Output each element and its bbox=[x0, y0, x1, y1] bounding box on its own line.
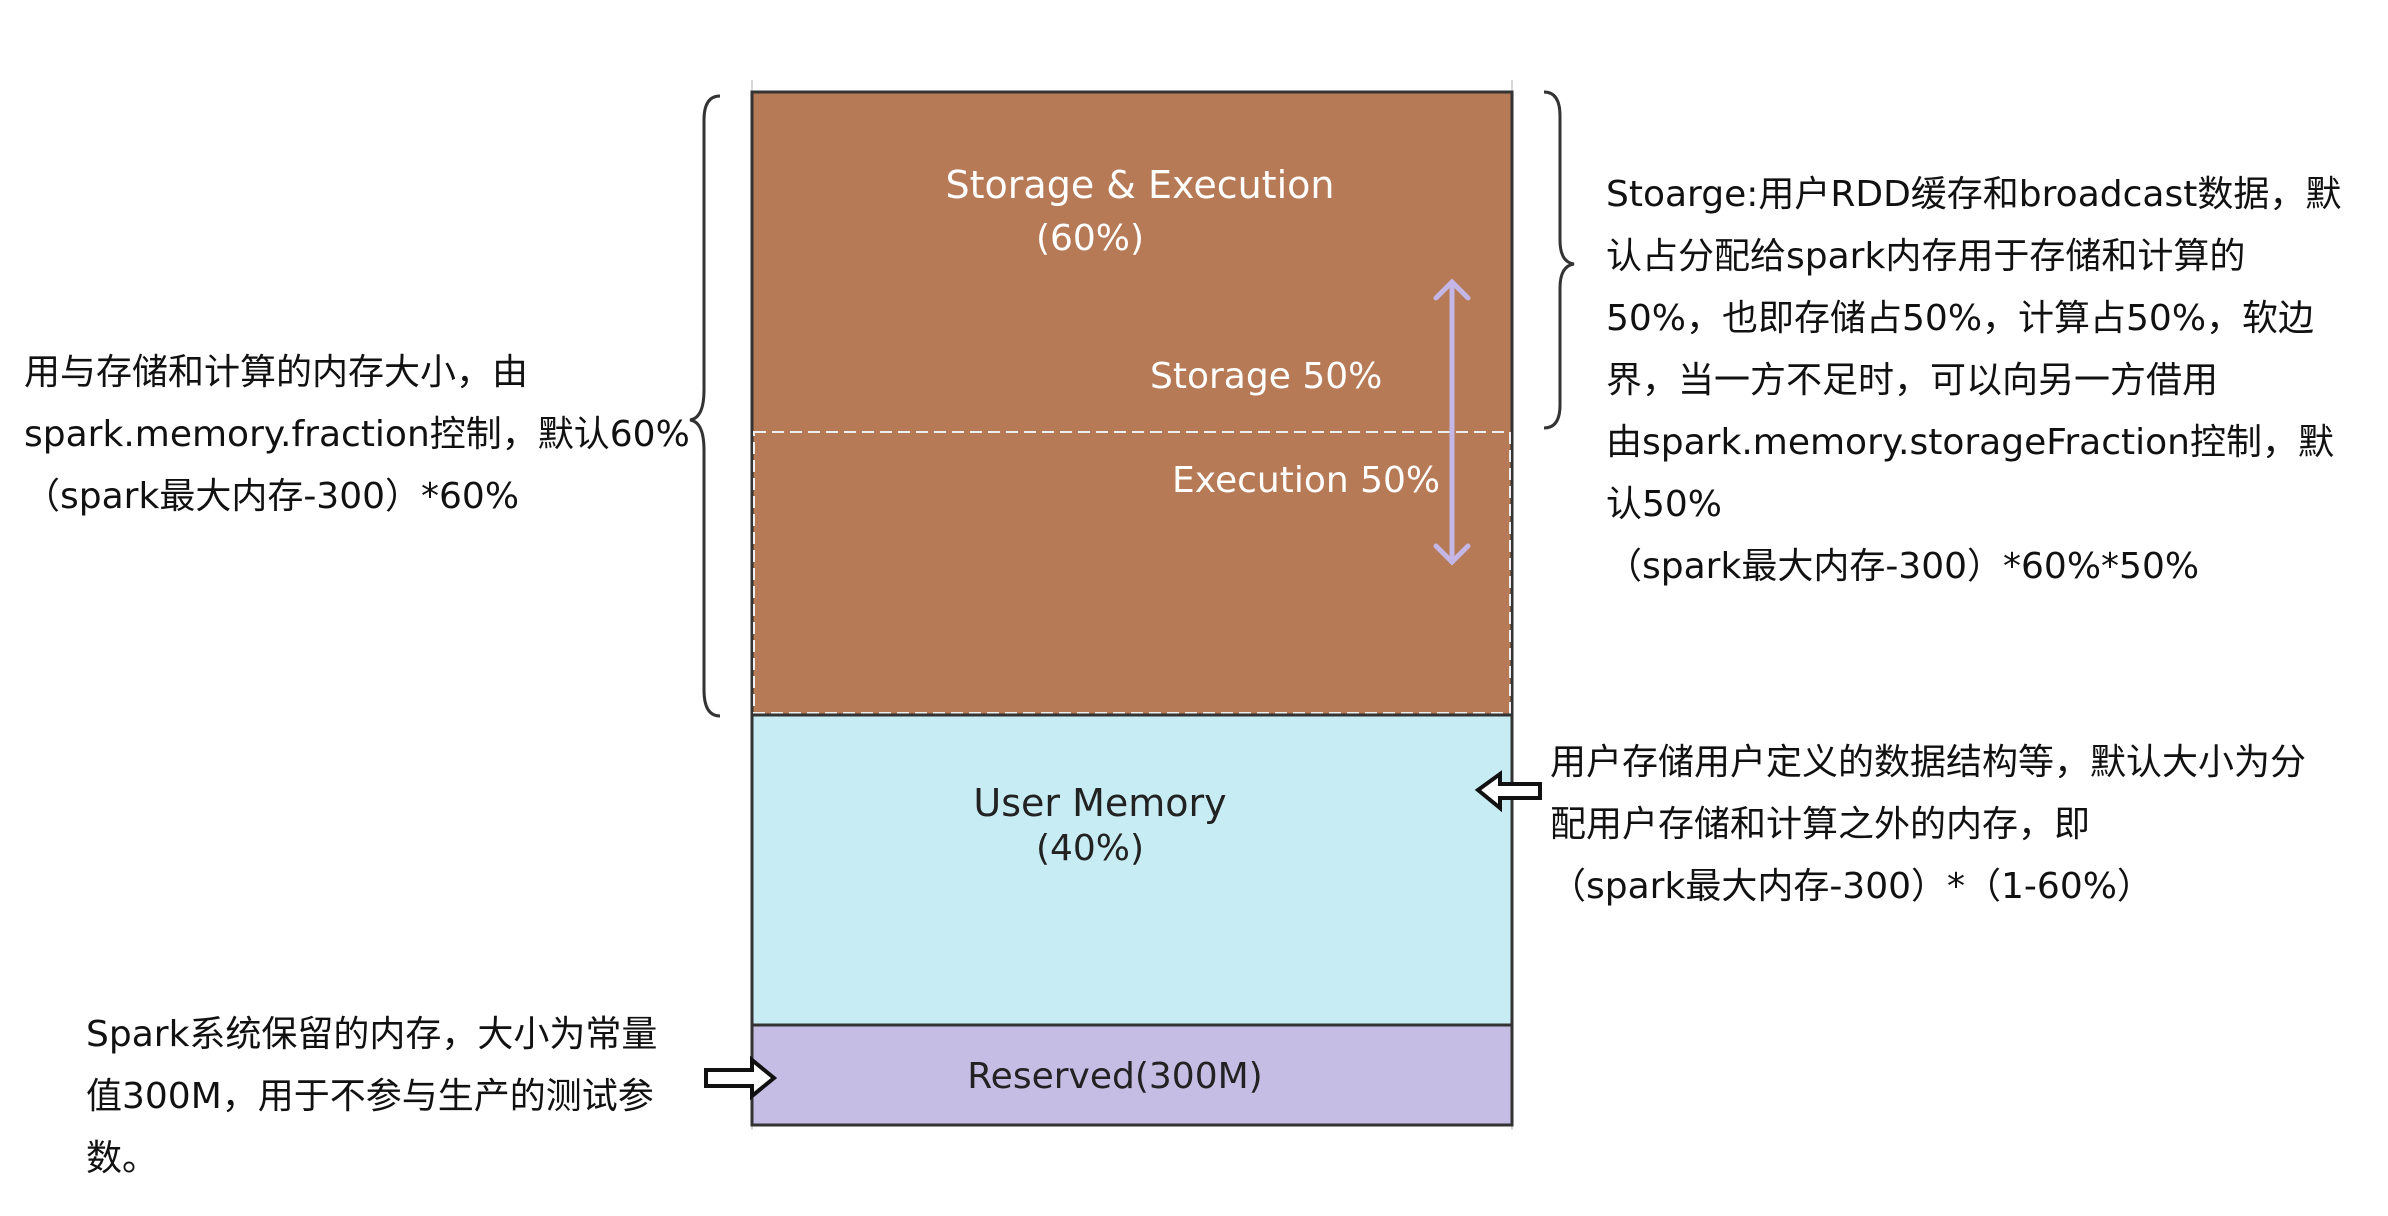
storage-execution-percent: (60%) bbox=[1035, 218, 1145, 259]
storage-label-group: Storage 50% bbox=[1150, 352, 1450, 402]
execution-subblock bbox=[753, 431, 1511, 714]
borrow-double-arrow bbox=[1433, 278, 1471, 566]
storage-note: Stoarge:用户RDD缓存和broadcast数据，默 认占分配给spark… bbox=[1606, 164, 2341, 598]
storage-percent: 50% bbox=[1302, 356, 1383, 397]
user-memory-note: 用户存储用户定义的数据结构等，默认大小为分 配用户存储和计算之外的内存，即 （s… bbox=[1550, 732, 2306, 918]
execution-label: Execution bbox=[1172, 460, 1349, 501]
user-memory-note-line-1: 用户存储用户定义的数据结构等，默认大小为分 bbox=[1550, 742, 2307, 783]
storage-note-line-7: （spark最大内存-300）*60%*50% bbox=[1606, 546, 2200, 587]
unified-note-line-1: 用与存储和计算的内存大小，由 bbox=[24, 352, 529, 393]
storage-note-line-2: 认占分配给spark内存用于存储和计算的 bbox=[1606, 236, 2246, 277]
storage-execution-title: Storage & Execution bbox=[945, 163, 1335, 207]
unified-memory-brace bbox=[689, 94, 721, 718]
execution-label-group: Execution 50% bbox=[1172, 456, 1492, 506]
user-memory-note-line-2: 配用户存储和计算之外的内存，即 bbox=[1550, 804, 2091, 845]
user-memory-percent: (40%) bbox=[1035, 828, 1145, 869]
storage-note-line-1: Stoarge:用户RDD缓存和broadcast数据，默 bbox=[1606, 174, 2342, 215]
reserved-block bbox=[750, 1023, 1514, 1127]
reserved-note-line-2: 值300M，用于不参与生产的测试参 bbox=[86, 1076, 654, 1117]
reserved-note-line-1: Spark系统保留的内存，大小为常量 bbox=[86, 1014, 658, 1055]
unified-note-line-3: （spark最大内存-300）*60% bbox=[24, 476, 520, 517]
reserved-note-line-3: 数。 bbox=[86, 1138, 159, 1179]
reserved-note: Spark系统保留的内存，大小为常量 值300M，用于不参与生产的测试参 数。 bbox=[86, 1004, 657, 1190]
storage-note-line-3: 50%，也即存储占50%，计算占50%，软边 bbox=[1606, 298, 2315, 339]
unified-memory-note: 用与存储和计算的内存大小，由 spark.memory.fraction控制，默… bbox=[24, 342, 690, 528]
storage-execution-title-group: Storage & Execution bbox=[940, 158, 1340, 212]
unified-note-line-2: spark.memory.fraction控制，默认60% bbox=[24, 414, 690, 455]
storage-note-line-6: 认50% bbox=[1606, 484, 1723, 525]
execution-percent: 50% bbox=[1360, 460, 1441, 501]
reserved-pointer-arrow bbox=[704, 1055, 778, 1101]
user-memory-block bbox=[750, 713, 1514, 1027]
storage-note-line-4: 界，当一方不足时，可以向另一方借用 bbox=[1606, 360, 2219, 401]
storage-label: Storage bbox=[1150, 356, 1291, 397]
user-memory-title: User Memory bbox=[973, 781, 1227, 825]
user-memory-pointer-arrow bbox=[1474, 770, 1542, 813]
user-memory-note-line-3: （spark最大内存-300）*（1-60%） bbox=[1550, 866, 2153, 907]
storage-brace bbox=[1543, 90, 1575, 430]
reserved-label: Reserved(300M) bbox=[967, 1056, 1263, 1097]
storage-note-line-5: 由spark.memory.storageFraction控制，默 bbox=[1606, 422, 2334, 463]
